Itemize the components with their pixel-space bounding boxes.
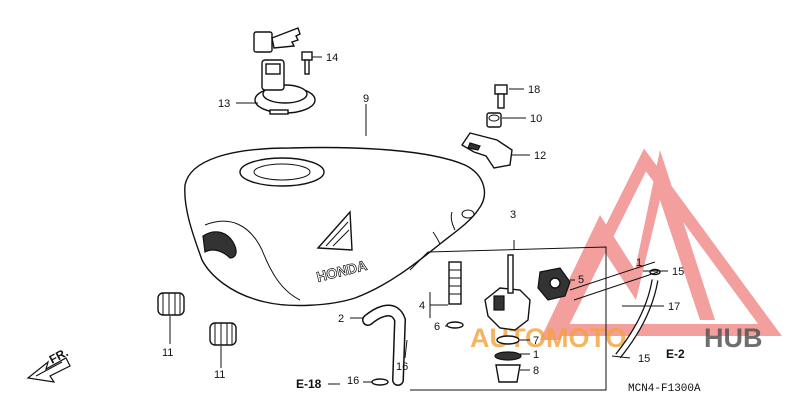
callout-16-lower: 16 bbox=[347, 375, 359, 387]
strainer-4 bbox=[446, 261, 464, 329]
bolt-14 bbox=[301, 51, 313, 75]
fuel-valve-box bbox=[409, 240, 607, 391]
callout-16-upper: 16 bbox=[396, 361, 408, 373]
diagram-code: MCN4-F1300A bbox=[628, 383, 701, 395]
callout-11-left: 11 bbox=[162, 347, 173, 359]
callout-15-upper: 15 bbox=[672, 266, 684, 278]
rubber-damper-11b bbox=[209, 322, 237, 346]
callout-8: 8 bbox=[533, 365, 539, 377]
callout-13: 13 bbox=[218, 98, 230, 110]
callout-2: 2 bbox=[338, 313, 344, 325]
callout-10: 10 bbox=[530, 113, 542, 125]
callout-15-lower: 15 bbox=[638, 353, 650, 365]
callout-9: 9 bbox=[363, 93, 369, 105]
bolt-18 bbox=[494, 84, 508, 109]
ref-e18: E-18 bbox=[296, 377, 322, 391]
callout-6: 6 bbox=[434, 321, 440, 333]
fuel-cup-8 bbox=[494, 335, 522, 383]
callout-14: 14 bbox=[326, 52, 338, 64]
callout-1-upper: 1 bbox=[636, 257, 642, 269]
collar-10 bbox=[486, 112, 502, 128]
fuel-valve bbox=[484, 254, 571, 331]
lead-lines-17 bbox=[569, 261, 659, 301]
fuel-tank: HONDA bbox=[184, 146, 486, 307]
callout-12: 12 bbox=[534, 150, 546, 162]
callout-1-lower: 1 bbox=[533, 349, 539, 361]
clip-16-lower bbox=[371, 378, 389, 386]
rubber-damper-11a bbox=[157, 292, 185, 316]
callout-4: 4 bbox=[419, 300, 425, 312]
bracket-12 bbox=[461, 132, 513, 169]
breather-tube-17 bbox=[615, 268, 661, 359]
fuel-hose-2 bbox=[362, 304, 407, 386]
callout-17: 17 bbox=[668, 301, 680, 313]
watermark-text-hub: HUB bbox=[704, 323, 763, 353]
fuel-cap-assembly bbox=[253, 27, 316, 115]
front-arrow-icon bbox=[26, 357, 71, 383]
callout-18: 18 bbox=[528, 84, 540, 96]
callout-5: 5 bbox=[578, 274, 584, 286]
callout-11-right: 11 bbox=[214, 369, 225, 381]
callout-3: 3 bbox=[510, 209, 516, 221]
callout-7: 7 bbox=[533, 335, 539, 347]
watermark-text-automoto: AUTOMOTO bbox=[470, 323, 627, 353]
watermark-logo bbox=[540, 148, 782, 340]
ref-e2: E-2 bbox=[666, 347, 685, 361]
